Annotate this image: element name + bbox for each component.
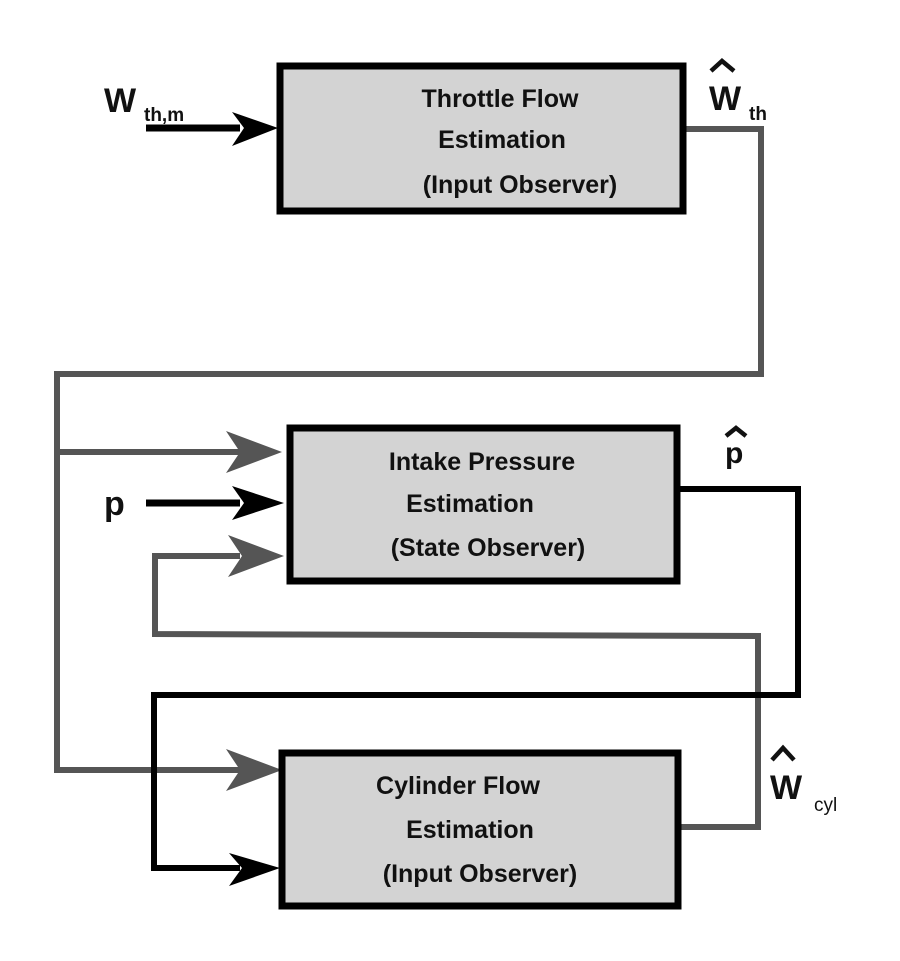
label-w-cyl-hat: W cyl [770, 744, 837, 816]
block-intake-line-2: Estimation [406, 490, 534, 518]
arrowhead-wthm-to-throttle [232, 112, 278, 146]
arrowhead-p-to-intake [232, 486, 284, 520]
label-p-hat-main: p [725, 437, 743, 470]
arrowhead-wcyl-to-intake [228, 535, 284, 577]
block-cylinder-rect [278, 749, 682, 910]
block-intake-line-1: Intake Pressure [389, 448, 575, 476]
label-w-th-hat-main: W [709, 80, 742, 118]
block-throttle-rect [276, 62, 687, 215]
label-w-th-m-sub: th,m [144, 105, 184, 126]
wire-p-hat-to-cylinder [151, 486, 801, 871]
block-intake-rect [286, 424, 681, 585]
label-w-th-hat-sub: th [749, 104, 767, 125]
label-w-th-m-main: W [104, 82, 137, 120]
block-intake-pressure-estimation: Intake Pressure Estimation (State Observ… [286, 424, 681, 585]
block-intake-line-3: (State Observer) [391, 534, 586, 562]
label-p: p [104, 485, 125, 523]
block-cylinder-line-1: Cylinder Flow [376, 772, 540, 800]
wire-wcyl-hat-feedback [152, 553, 761, 830]
label-w-th-m: W th,m [104, 82, 184, 126]
block-throttle-line-1: Throttle Flow [422, 85, 579, 113]
label-p-hat: p [724, 425, 748, 470]
block-throttle-line-2: Estimation [438, 126, 566, 154]
block-cylinder-flow-estimation: Cylinder Flow Estimation (Input Observer… [278, 749, 682, 910]
label-w-th-hat: W th [709, 58, 767, 125]
hat-icon-w-th [709, 58, 736, 73]
block-cylinder-line-2: Estimation [406, 816, 534, 844]
arrowhead-wth-to-intake [226, 431, 282, 473]
hat-icon-p [724, 425, 748, 438]
block-throttle-flow-estimation: Throttle Flow Estimation (Input Observer… [276, 62, 687, 215]
wire-wth-hat-bus [54, 126, 764, 773]
block-throttle-line-3: (Input Observer) [423, 171, 617, 199]
block-cylinder-line-3: (Input Observer) [383, 860, 577, 888]
arrowhead-wth-to-cylinder [226, 749, 282, 791]
label-w-cyl-hat-sub: cyl [814, 795, 837, 816]
arrowhead-p-hat-to-cylinder [229, 853, 280, 886]
hat-icon-w-cyl [770, 744, 796, 762]
label-w-cyl-hat-main: W [770, 769, 803, 807]
